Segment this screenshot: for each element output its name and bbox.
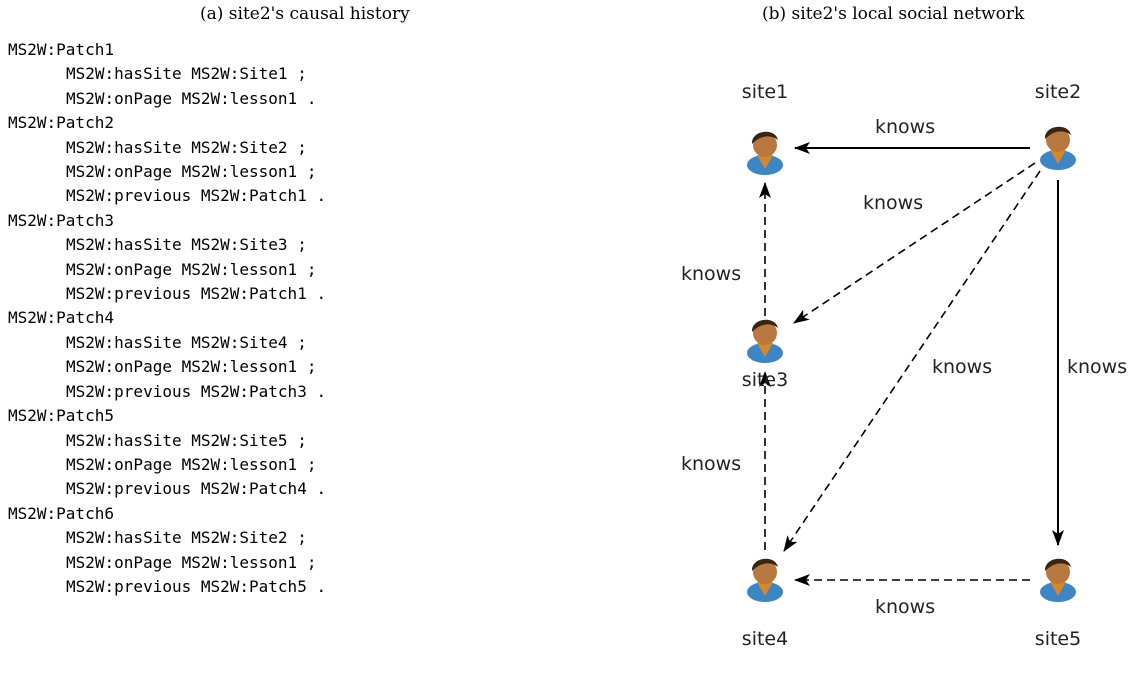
- edge-label: knows: [875, 116, 935, 138]
- patch-id: MS2W:Patch1: [8, 40, 114, 59]
- node-label-site1: site1: [742, 81, 788, 103]
- patch-property: MS2W:hasSite MS2W:Site1 ;: [66, 64, 307, 84]
- edge-label: knows: [1067, 356, 1127, 378]
- patch-property: MS2W:onPage MS2W:lesson1 ;: [66, 454, 317, 474]
- patch-property: MS2W:previous MS2W:Patch5 .: [66, 576, 327, 596]
- patch-id: MS2W:Patch6: [8, 503, 114, 523]
- social-network-caption: (b) site2's local social network: [762, 4, 1025, 24]
- patch-id: MS2W:Patch4: [8, 308, 114, 328]
- edge-label: knows: [932, 356, 992, 378]
- patch-property: MS2W:previous MS2W:Patch4 .: [66, 479, 327, 499]
- patch-property: MS2W:onPage MS2W:lesson1 .: [66, 88, 317, 108]
- patch-property: MS2W:onPage MS2W:lesson1 ;: [66, 162, 317, 182]
- patch-property: MS2W:previous MS2W:Patch1 .: [66, 284, 327, 304]
- patch-property: MS2W:onPage MS2W:lesson1 ;: [66, 552, 317, 572]
- node-label-site4: site4: [742, 628, 788, 650]
- site4-person-icon: [747, 558, 783, 602]
- edge-site2-site3: [793, 162, 1036, 324]
- patch-property: MS2W:hasSite MS2W:Site5 ;: [66, 430, 307, 450]
- patch-block: MS2W:Patch2 MS2W:hasSite MS2W:Site2 ; MS…: [8, 111, 326, 209]
- edge-label: knows: [863, 192, 923, 214]
- causal-history-code: MS2W:Patch1 MS2W:hasSite MS2W:Site1 ; MS…: [8, 38, 326, 599]
- patch-property: MS2W:previous MS2W:Patch3 .: [66, 381, 327, 401]
- patch-id: MS2W:Patch3: [8, 210, 114, 230]
- patch-id: MS2W:Patch5: [8, 406, 114, 426]
- patch-property: MS2W:onPage MS2W:lesson1 ;: [66, 357, 317, 377]
- node-label-site5: site5: [1035, 628, 1081, 650]
- patch-property: MS2W:hasSite MS2W:Site4 ;: [66, 332, 307, 352]
- node-label-site2: site2: [1035, 81, 1081, 103]
- site5-person-icon: [1040, 558, 1076, 602]
- patch-id: MS2W:Patch2: [8, 113, 114, 133]
- edge-label: knows: [681, 263, 741, 285]
- edge-label: knows: [681, 453, 741, 475]
- site3-person-icon: [747, 319, 783, 363]
- patch-property: MS2W:onPage MS2W:lesson1 ;: [66, 259, 317, 279]
- edge-site2-site4: [783, 170, 1041, 552]
- site1-person-icon: [747, 131, 783, 175]
- causal-history-caption: (a) site2's causal history: [200, 4, 410, 24]
- node-label-site3: site3: [742, 369, 788, 391]
- patch-property: MS2W:previous MS2W:Patch1 .: [66, 186, 327, 206]
- edge-label: knows: [875, 596, 935, 618]
- patch-block: MS2W:Patch6 MS2W:hasSite MS2W:Site2 ; MS…: [8, 502, 326, 600]
- patch-property: MS2W:hasSite MS2W:Site3 ;: [66, 235, 307, 255]
- patch-block: MS2W:Patch5 MS2W:hasSite MS2W:Site5 ; MS…: [8, 404, 326, 502]
- patch-block: MS2W:Patch3 MS2W:hasSite MS2W:Site3 ; MS…: [8, 209, 326, 307]
- patch-property: MS2W:hasSite MS2W:Site2 ;: [66, 528, 307, 548]
- patch-block: MS2W:Patch1 MS2W:hasSite MS2W:Site1 ; MS…: [8, 38, 326, 111]
- site2-person-icon: [1040, 126, 1076, 170]
- patch-property: MS2W:hasSite MS2W:Site2 ;: [66, 137, 307, 157]
- patch-block: MS2W:Patch4 MS2W:hasSite MS2W:Site4 ; MS…: [8, 306, 326, 404]
